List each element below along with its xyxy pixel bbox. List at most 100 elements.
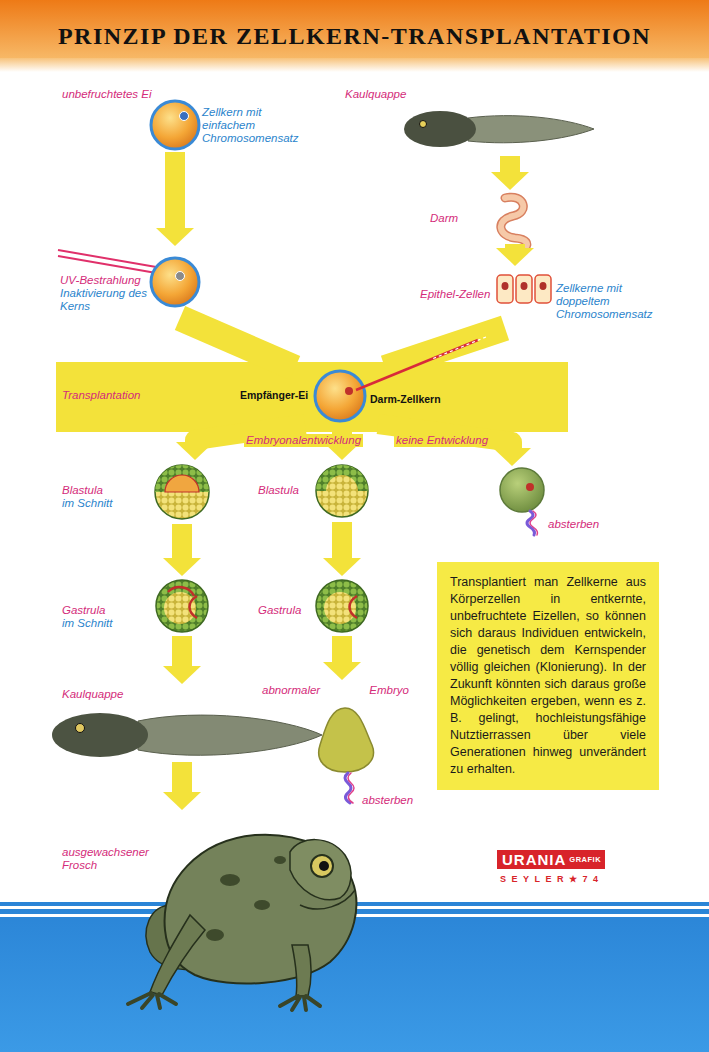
gastrula-figure [316,580,368,632]
arrow-head [323,558,361,576]
transplantation-band: Transplantation Empfänger-Ei Darm-Zellkern [56,362,568,432]
stage-frog: ausgewachsener Frosch [58,810,368,1010]
text-anchor: SEYLER★74 [500,873,604,886]
intestine-figure [501,197,527,248]
arrow-head [163,558,201,576]
text-anchor: Transplantation [62,389,140,402]
flow-arrow [156,152,194,246]
recipient-egg-node: Empfänger-Ei Darm-Zellkern [236,368,452,424]
text-anchor: Kaulquappe [345,88,406,101]
gastrula-section [168,587,194,596]
stage-blastula-section: Blastulaim Schnitt [58,460,218,524]
epithelial-cells [540,282,547,290]
text-anchor: Zellkerne mit doppeltem Chromosomensatz [556,282,660,321]
frog-figure [280,996,320,1010]
tadpole-figure [404,111,594,147]
frog-figure [319,861,329,871]
text-anchor: Empfänger-Ei [240,389,308,402]
logo-text: URANIA [502,851,566,868]
injection-pipette [356,340,478,390]
tadpole-figure [76,724,85,733]
epithelial-cells [497,275,513,303]
text-anchor: Blastula [62,484,103,497]
part-label: Empfänger-Ei [240,389,308,402]
epithelial-cells [502,282,509,290]
arrow-head [323,662,361,680]
stage-label: absterben [362,794,413,807]
flow-arrow [163,636,201,684]
text-anchor: abnormaler Embryo [262,684,409,697]
frog-figure [274,856,286,864]
stage-label: Blastula [62,484,103,497]
frog-figure [220,874,240,886]
blastula-figure [316,465,368,491]
arrow-shaft [165,152,185,228]
title-band [0,0,709,72]
blastula-section [155,465,209,492]
text-anchor: im Schnitt [62,497,113,510]
epithelial-cells [497,275,551,303]
arrow-shaft [332,522,352,558]
gastrula-figure [316,580,368,632]
stage-label: Blastula [258,484,299,497]
tadpole-figure [138,715,322,755]
arrow-head [163,792,201,810]
epithelial-cells [521,282,528,290]
text-anchor: UV-Bestrahlung [60,274,141,287]
stage-label: Darm [430,212,458,225]
stage-irradiated-egg: UV-BestrahlungInaktivierung des Kerns [55,246,207,318]
irradiated-egg [151,258,199,306]
stage-egg: unbefruchtetes Ei Zellkern mit einfachem … [58,86,309,152]
stage-label: Epithel-Zellen [420,288,490,301]
part-label: Darm-Zellkern [370,393,441,406]
gastrula-section [156,580,208,632]
arrow-shaft [172,762,192,792]
intestine-figure [501,197,527,248]
text-box: Transplantiert man Zellkerne aus Körperz… [437,562,659,790]
stage-intestine: Darm [425,190,535,244]
arrow-head [156,228,194,246]
irradiated-egg [176,272,185,281]
text-anchor: Blastula [258,484,299,497]
arrow-head [493,448,531,466]
blastula-section [155,465,209,519]
text-anchor: Zellkern mit einfachem Chromosomensatz [202,106,306,145]
band-label: Transplantation [62,389,140,402]
recipient-egg [315,371,365,421]
flow-arrow [323,522,361,576]
abnormal-embryo [319,708,374,772]
tadpole-figure [468,116,594,143]
stage-label: UV-Bestrahlung [60,274,141,287]
frog-figure [292,945,311,996]
text-anchor: absterben [362,794,413,807]
stage-dying-egg: absterben [498,466,622,538]
injection-pipette [432,337,486,359]
stage-gastrula-section: Gastrulaim Schnitt [58,576,218,636]
arrow-shaft [172,636,192,666]
blastula-section [155,465,209,519]
arrow-shaft [172,524,192,558]
text-anchor: Gastrula [258,604,301,617]
gastrula-section [156,580,208,632]
stage-blastula: Blastula [255,460,373,522]
tadpole-figure [52,713,148,757]
stage-label: Gastrula [258,604,301,617]
egg-figure [180,112,189,121]
irradiated-egg [151,258,199,306]
flow-arrow [163,762,201,810]
egg-figure [151,101,199,149]
title-band [0,58,709,72]
frog-figure [128,835,356,1010]
text-anchor: im Schnitt [62,617,113,630]
abnormal-embryo [319,708,374,803]
arrow-shaft [500,156,520,172]
frog-figure [206,929,224,941]
text-anchor: unbefruchtetes Ei [62,88,152,101]
stage-label: unbefruchtetes Ei [62,88,152,101]
text-anchor: Darm [430,212,458,225]
transplantation-band [56,362,568,432]
dying-egg [500,468,544,512]
body-text: Transplantiert man Zellkerne aus Körperz… [450,574,646,778]
